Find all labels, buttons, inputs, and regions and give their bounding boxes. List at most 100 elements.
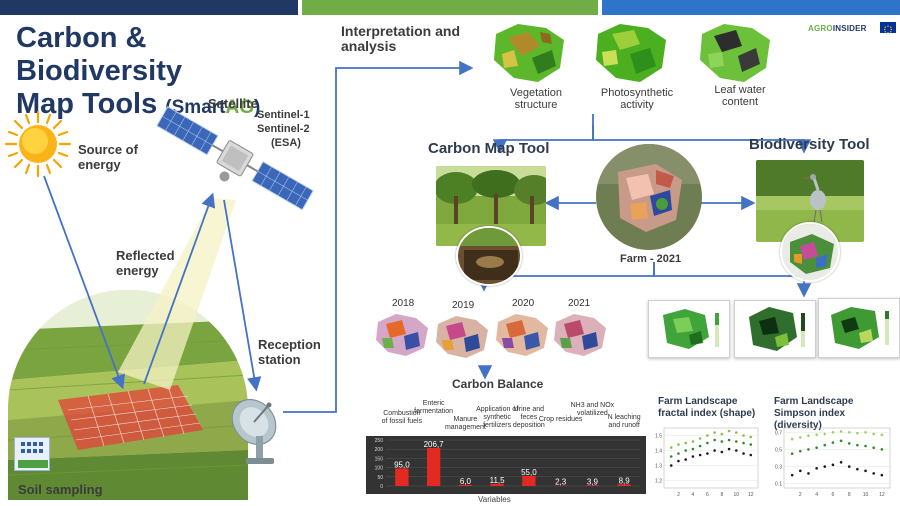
scatter-ytick-label: 0.1 bbox=[775, 482, 782, 488]
scatter-point bbox=[872, 472, 875, 475]
biodiversity-card-2 bbox=[734, 300, 816, 358]
scatter-xtick-label: 12 bbox=[748, 492, 754, 498]
scatter-xtick-label: 4 bbox=[815, 492, 818, 498]
biodiversity-card-1 bbox=[648, 300, 730, 358]
vegetation-structure-label: Vegetation structure bbox=[510, 87, 562, 111]
bar-ytick-label: 250 bbox=[375, 438, 384, 444]
scatter-frame bbox=[663, 427, 759, 489]
scatter-point bbox=[799, 449, 802, 453]
scatter-point bbox=[799, 469, 802, 473]
scatter-point bbox=[735, 440, 738, 443]
bar bbox=[585, 485, 600, 486]
scatter-point bbox=[684, 441, 687, 445]
scatter-point bbox=[880, 433, 884, 437]
scatter-point bbox=[790, 452, 794, 456]
bar-value-label: 206,7 bbox=[424, 440, 445, 449]
bar bbox=[490, 483, 504, 486]
scatter-point bbox=[839, 460, 843, 464]
bar-value-label: 11,5 bbox=[490, 476, 506, 485]
farm-field-image bbox=[8, 290, 248, 500]
satellite-dish-icon bbox=[228, 392, 288, 468]
scatter-point bbox=[749, 453, 753, 457]
top-bar-blue bbox=[602, 0, 900, 15]
year-label-2019: 2019 bbox=[452, 300, 475, 311]
scatter-point bbox=[815, 466, 818, 470]
scatter-point bbox=[831, 441, 835, 444]
scatter-point bbox=[807, 448, 810, 451]
bar-category-label: Enteric fermentation bbox=[414, 400, 454, 415]
scatter-xtick-label: 2 bbox=[677, 492, 680, 498]
bar-ytick-label: 100 bbox=[375, 466, 384, 472]
scatter-point bbox=[713, 449, 716, 452]
scatter-point bbox=[742, 441, 745, 445]
bar-ytick-label: 150 bbox=[375, 456, 384, 462]
simpson-index-title: Farm Landscape Simpson index (diversity) bbox=[774, 396, 854, 431]
scatter-point bbox=[856, 467, 859, 471]
scatter-point bbox=[669, 455, 673, 458]
bar-category-label: Combustion of fossil fuels bbox=[381, 410, 423, 425]
bar-ytick-label: 0 bbox=[380, 484, 383, 490]
scatter-xtick-label: 10 bbox=[734, 492, 740, 498]
scatter-point bbox=[706, 434, 709, 437]
scatter-ytick-label: 1.3 bbox=[655, 464, 662, 470]
scatter-point bbox=[698, 444, 702, 448]
carbon-map-2018 bbox=[372, 310, 432, 360]
carbon-map-2020 bbox=[492, 310, 552, 360]
scatter-point bbox=[823, 432, 827, 436]
sun-icon bbox=[2, 108, 74, 180]
photosynthetic-activity-label: Photosynthetic activity bbox=[600, 87, 674, 111]
scatter-point bbox=[735, 431, 738, 434]
scatter-point bbox=[749, 435, 753, 439]
title-suffix: (SmartAG) bbox=[165, 97, 261, 118]
scatter-xtick-label: 10 bbox=[863, 492, 869, 498]
interpretation-title: Interpretation and analysis bbox=[341, 23, 461, 54]
scatter-ytick-label: 0.7 bbox=[775, 430, 782, 436]
scatter-frame bbox=[783, 427, 891, 489]
biodiversity-card-3 bbox=[818, 298, 900, 358]
bar-value-label: 3,9 bbox=[587, 477, 599, 486]
bar-category-label: NH3 and NOx volatilized bbox=[570, 402, 615, 417]
scatter-point bbox=[790, 437, 794, 441]
scatter-point bbox=[815, 433, 818, 437]
scatter-point bbox=[727, 447, 731, 451]
biodiversity-tool-title: Biodiversity Tool bbox=[749, 136, 870, 153]
page-title: Carbon & Biodiversity Map Tools (SmartAG… bbox=[16, 22, 316, 124]
bar-value-label: 55,0 bbox=[521, 468, 537, 477]
satellite-icon bbox=[148, 95, 320, 225]
scatter-point bbox=[713, 438, 716, 442]
biodiversity-map-zoom bbox=[780, 222, 840, 282]
eu-flag-icon bbox=[880, 22, 896, 34]
scatter-point bbox=[677, 459, 680, 463]
scatter-point bbox=[727, 429, 731, 433]
biodiversity-heron-photo bbox=[756, 160, 864, 242]
source-of-energy-label: Source of energy bbox=[78, 142, 138, 172]
bar-category-label: Application of synthetic fertilizers bbox=[476, 406, 519, 429]
scatter-point bbox=[847, 430, 851, 434]
scatter-point bbox=[735, 449, 738, 452]
scatter-point bbox=[847, 442, 851, 445]
satellite-label: Satellite bbox=[208, 96, 258, 111]
scatter-point bbox=[831, 430, 835, 434]
scatter-point bbox=[872, 446, 875, 450]
bar-xlabel: Variables bbox=[478, 495, 511, 504]
soil-sample-photo bbox=[456, 226, 522, 286]
scatter-ytick-label: 1.4 bbox=[655, 449, 662, 455]
soil-sampling-icon bbox=[14, 437, 50, 471]
scatter-point bbox=[807, 472, 810, 475]
scatter-point bbox=[864, 430, 867, 434]
scatter-point bbox=[684, 449, 687, 452]
scatter-point bbox=[880, 448, 884, 451]
scatter-xtick-label: 2 bbox=[799, 492, 802, 498]
bar-ytick-label: 50 bbox=[377, 475, 383, 481]
logo-text: AGROINSIDER bbox=[808, 24, 867, 33]
scatter-point bbox=[727, 438, 731, 442]
scatter-point bbox=[677, 452, 680, 455]
scatter-point bbox=[831, 463, 835, 467]
carbon-map-2019 bbox=[432, 312, 492, 362]
scatter-point bbox=[691, 440, 695, 443]
